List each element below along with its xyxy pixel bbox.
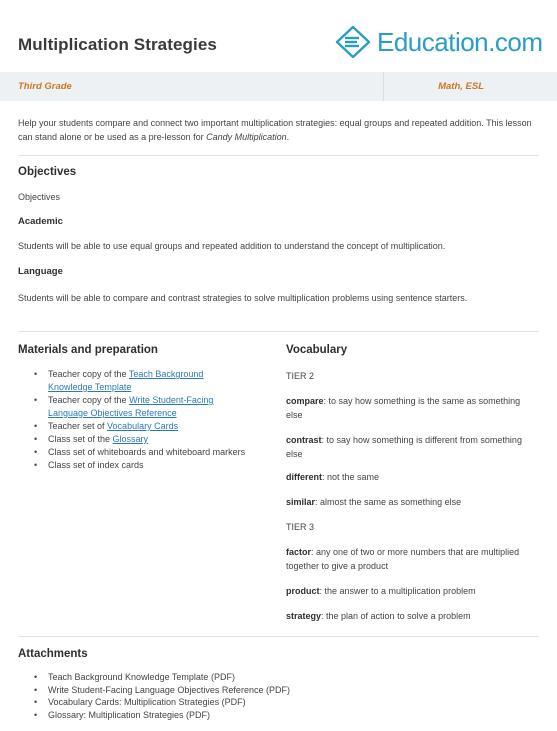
list-item: Teacher set of Vocabulary Cards [34,420,249,433]
vocab-term-contrast: contrast: to say how something is differ… [286,434,531,461]
list-item: Teacher copy of the Teach Background Kno… [34,368,249,394]
academic-heading: Academic [18,216,63,227]
lesson-reference: Candy Multiplication [206,131,287,142]
education-logo-icon [335,25,371,59]
term-definition: : almost the same as something else [315,497,462,507]
tier3-label: TIER 3 [286,522,315,532]
page-header: Multiplication Strategies Education.com [0,0,557,72]
list-item: Class set of the Glossary [34,433,249,446]
term-word: compare [286,396,324,406]
intro-text-end: . [286,131,290,142]
materials-heading: Materials and preparation [18,344,158,356]
language-heading: Language [18,266,63,277]
page-title: Multiplication Strategies [18,35,217,54]
section-divider [18,331,539,332]
objectives-subheading: Objectives [18,192,61,202]
term-word: contrast [286,435,322,445]
list-item: Teacher copy of the Write Student-Facing… [34,394,249,420]
objectives-heading: Objectives [18,166,77,178]
material-text: Class set of index cards [48,460,144,470]
vocabulary-cards-link[interactable]: Vocabulary Cards [107,421,179,431]
section-divider [18,155,539,156]
material-text: Teacher set of [48,421,108,431]
material-text: Class set of whiteboards and whiteboard … [48,447,246,457]
vocab-term-strategy: strategy: the plan of action to solve a … [286,610,531,624]
intro-paragraph: Help your students compare and connect t… [18,117,538,144]
list-item: Class set of index cards [34,459,249,472]
term-word: product [286,586,320,596]
term-definition: : to say how something is the same as so… [286,396,521,420]
teach-background-link[interactable]: Teach Background Knowledge Template [48,369,204,392]
term-definition: : the answer to a multiplication problem [319,586,476,596]
material-text: Class set of the [48,434,113,444]
term-definition: : not the same [322,472,380,482]
term-word: factor [286,547,312,557]
material-text: Teacher copy of the [48,395,130,405]
education-logo[interactable]: Education.com [333,22,543,62]
grade-label: Third Grade [18,81,72,92]
materials-list: Teacher copy of the Teach Background Kno… [34,368,249,472]
attachment-item[interactable]: Write Student-Facing Language Objectives… [34,684,290,697]
term-definition: : the plan of action to solve a problem [321,611,471,621]
tier2-label: TIER 2 [286,371,315,381]
attachments-list: Teach Background Knowledge Template (PDF… [34,671,290,721]
language-objective: Students will be able to compare and con… [18,293,468,303]
vocab-term-product: product: the answer to a multiplication … [286,585,531,599]
language-objectives-link[interactable]: Write Student-Facing Language Objectives… [48,395,214,418]
material-text: Teacher copy of the [48,369,129,379]
section-divider [18,636,539,637]
attachment-item[interactable]: Vocabulary Cards: Multiplication Strateg… [34,696,290,709]
attachment-item[interactable]: Glossary: Multiplication Strategies (PDF… [34,709,290,722]
vocab-term-different: different: not the same [286,471,531,485]
band-divider [383,72,384,101]
attachment-item[interactable]: Teach Background Knowledge Template (PDF… [34,671,290,684]
vocab-term-compare: compare: to say how something is the sam… [286,395,531,422]
vocab-term-factor: factor: any one of two or more numbers t… [286,546,531,573]
attachments-heading: Attachments [18,648,88,660]
logo-text: Education.com [377,26,543,57]
subject-label: Math, ESL [438,81,484,92]
term-word: strategy [286,611,322,621]
glossary-link[interactable]: Glossary [112,434,149,444]
vocabulary-heading: Vocabulary [286,344,348,356]
list-item: Class set of whiteboards and whiteboard … [34,446,249,459]
term-word: different [286,472,322,482]
vocab-term-similar: similar: almost the same as something el… [286,496,531,510]
intro-text: Help your students compare and connect t… [18,118,532,142]
info-band: Third Grade Math, ESL [0,72,557,101]
academic-objective: Students will be able to use equal group… [18,241,446,251]
term-definition: : any one of two or more numbers that ar… [286,547,520,571]
term-definition: : to say how something is different from… [286,435,522,459]
term-word: similar [286,497,316,507]
